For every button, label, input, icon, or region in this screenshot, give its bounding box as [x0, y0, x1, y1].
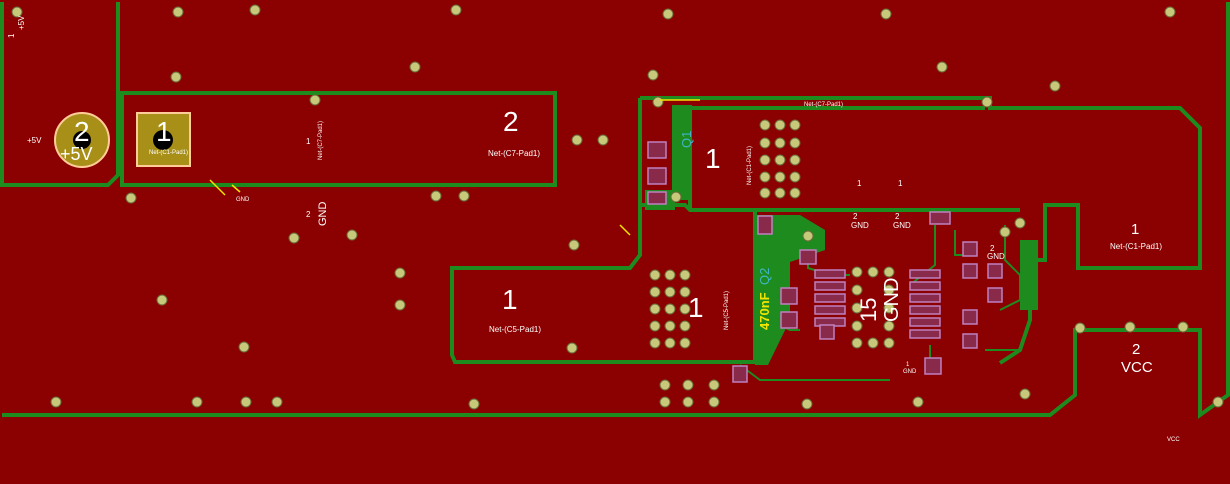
- j1-connector: [54, 112, 191, 168]
- gnd-d-net: GND: [903, 369, 917, 375]
- vcc-net: VCC: [1121, 359, 1153, 376]
- ic-pad-number: 15: [856, 297, 881, 322]
- gnd-a-net: GND: [851, 221, 869, 230]
- j1-pad1-number: 1: [156, 116, 172, 147]
- c1-pad1-net: Net-(C1-Pad1): [1110, 242, 1163, 251]
- via-icon: [153, 130, 173, 150]
- gnd-b-number: 2: [895, 212, 900, 221]
- gnd-b-net: GND: [893, 221, 911, 230]
- gnd-d-number: 1: [906, 362, 910, 368]
- c5-pad1-number: 1: [502, 284, 518, 315]
- c7-pad1-number: 1: [306, 137, 311, 146]
- c7-pad2-number: 2: [503, 106, 519, 137]
- q2-ref: Q2: [757, 267, 772, 285]
- gnd-a-number: 2: [853, 212, 858, 221]
- c5-small-number: 1: [688, 292, 704, 323]
- q1-ref: Q1: [679, 130, 694, 148]
- j1-pad2-number: 2: [74, 116, 90, 147]
- vias: [11, 4, 1224, 410]
- ic-pad-net: GND: [881, 277, 903, 322]
- silk-marks: [209, 99, 700, 236]
- c1-pad1-number: 1: [1131, 221, 1140, 238]
- left-small-net: +5V: [27, 136, 42, 145]
- via-grid: [649, 119, 895, 349]
- gnd-c-net: GND: [987, 252, 1005, 261]
- vcc-number: 2: [1132, 341, 1141, 358]
- gnd-small-left: GND: [236, 197, 250, 203]
- c5-small-net: Net-(C5-Pad1): [724, 290, 730, 330]
- c7-pad2-net: Net-(C7-Pad1): [488, 149, 541, 158]
- gnd-mid-number: 2: [306, 210, 311, 219]
- vcc-small-label: VCC: [1167, 437, 1180, 443]
- q1-pad-number: 1: [705, 143, 721, 174]
- trace-top-net: Net-(C7-Pad1): [804, 102, 844, 108]
- smd-pads: [647, 141, 1003, 383]
- via-icon: [73, 131, 91, 149]
- top-left-net: +5V: [17, 15, 26, 30]
- gnd-mid-net: GND: [317, 201, 329, 226]
- j1-pad1-net: Net-(C1-Pad1): [149, 150, 189, 156]
- top-left-num: 1: [7, 33, 16, 38]
- pad1-label-a: 1: [857, 179, 862, 188]
- c7-pad1-net: Net-(C7-Pad1): [318, 120, 324, 160]
- pad1-label-b: 1: [898, 179, 903, 188]
- c5-pad1-net: Net-(C5-Pad1): [489, 325, 542, 334]
- j1-pad2-net: +5V: [60, 144, 93, 164]
- cap-value: 470nF: [757, 292, 772, 330]
- gnd-c-number: 2: [990, 244, 995, 253]
- q1-net: Net-(C1-Pad1): [747, 145, 753, 185]
